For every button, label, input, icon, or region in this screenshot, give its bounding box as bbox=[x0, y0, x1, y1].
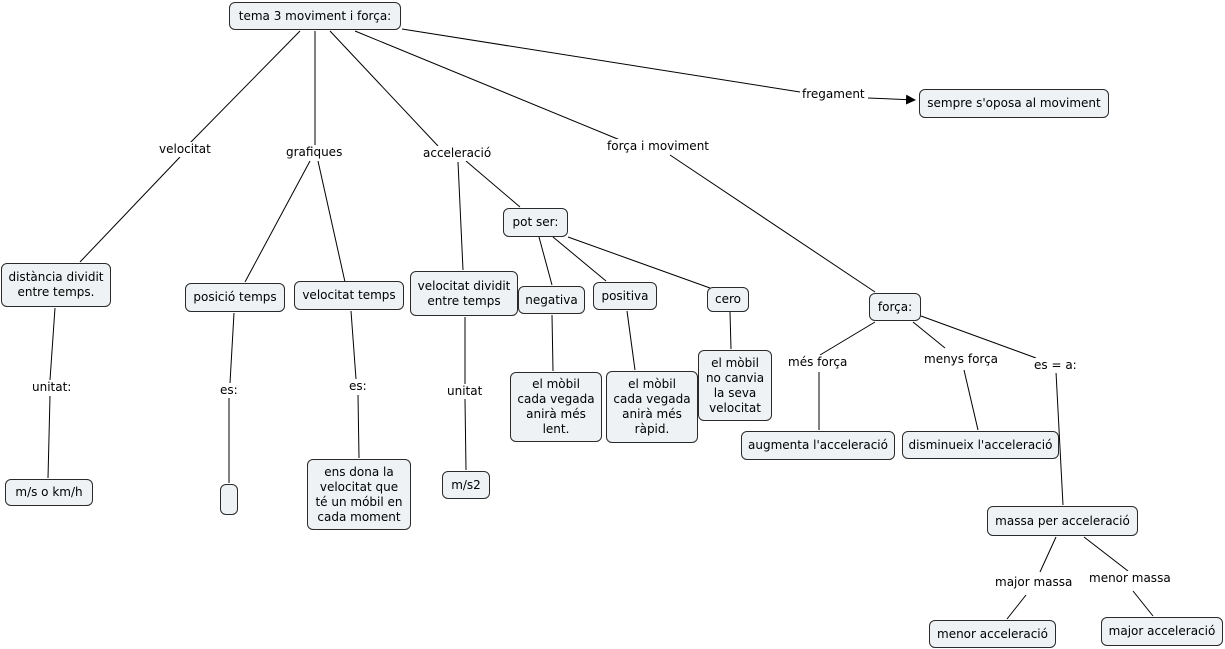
link-label-unitat: unitat bbox=[446, 384, 484, 399]
concept-distancia[interactable]: distància dividit entre temps. bbox=[1, 263, 111, 307]
connector bbox=[329, 30, 439, 147]
link-label-menys-forca: menys força bbox=[923, 352, 1000, 367]
link-label-es-2: es: bbox=[348, 379, 368, 394]
connector bbox=[49, 307, 56, 381]
link-label-fregament: fregament bbox=[801, 87, 866, 102]
concept-augmenta[interactable]: augmenta l'acceleració bbox=[741, 431, 895, 460]
link-label-es-1: es: bbox=[219, 383, 239, 398]
connector bbox=[1083, 536, 1129, 572]
concept-cero[interactable]: cero bbox=[707, 287, 749, 312]
concept-posicio-temps[interactable]: posició temps bbox=[185, 283, 285, 312]
concept-cero-desc[interactable]: el mòbil no canvia la seva velocitat bbox=[698, 350, 772, 421]
concept-major-acc[interactable]: major acceleració bbox=[1101, 617, 1223, 646]
concept-menor-acc[interactable]: menor acceleració bbox=[929, 620, 1056, 648]
connector bbox=[1055, 371, 1064, 506]
link-label-forca-i-moviment: força i moviment bbox=[606, 139, 710, 154]
connector bbox=[317, 160, 346, 283]
connector bbox=[401, 28, 801, 93]
connector bbox=[669, 154, 876, 293]
connector-arrow bbox=[867, 94, 916, 105]
concept-velocitat-dividit[interactable]: velocitat dividit entre temps bbox=[410, 271, 518, 316]
link-label-grafiques: grafiques bbox=[285, 145, 344, 160]
concept-pot-ser[interactable]: pot ser: bbox=[503, 208, 568, 237]
connector bbox=[551, 314, 554, 372]
link-label-es-igual: es = a: bbox=[1033, 358, 1078, 373]
connector bbox=[912, 321, 946, 349]
connector bbox=[729, 311, 732, 350]
concept-posicio-empty[interactable] bbox=[220, 484, 238, 515]
connector bbox=[79, 156, 181, 263]
link-label-velocitat: velocitat bbox=[158, 142, 212, 157]
connector bbox=[354, 30, 621, 141]
connector bbox=[819, 321, 876, 356]
link-label-menor-massa: menor massa bbox=[1088, 571, 1172, 586]
concept-negativa-desc[interactable]: el mòbil cada vegada anirà més lent. bbox=[510, 372, 602, 442]
connector bbox=[538, 236, 553, 286]
link-label-mes-forca: més força bbox=[787, 355, 849, 370]
concept-positiva[interactable]: positiva bbox=[593, 282, 657, 310]
concept-fregament-result[interactable]: sempre s'oposa al moviment bbox=[919, 89, 1109, 118]
connector bbox=[457, 161, 464, 271]
concept-negativa[interactable]: negativa bbox=[518, 286, 585, 314]
concept-forca[interactable]: força: bbox=[869, 293, 921, 321]
link-label-unitat-colon: unitat: bbox=[31, 380, 73, 395]
concept-positiva-desc[interactable]: el mòbil cada vegada anirà més ràpid. bbox=[606, 371, 698, 443]
link-label-major-massa: major massa bbox=[994, 575, 1074, 590]
connector bbox=[189, 30, 301, 144]
connector bbox=[552, 236, 607, 282]
concept-disminueix[interactable]: disminueix l'acceleració bbox=[902, 431, 1059, 459]
connector bbox=[1132, 590, 1154, 617]
connector bbox=[350, 310, 357, 380]
connector bbox=[244, 160, 311, 283]
concept-unitat-velocitat[interactable]: m/s o km/h bbox=[5, 479, 93, 506]
connector bbox=[1039, 536, 1057, 573]
concept-root[interactable]: tema 3 moviment i força: bbox=[229, 2, 401, 30]
concept-massa-per[interactable]: massa per acceleració bbox=[987, 506, 1138, 536]
connector bbox=[465, 160, 521, 208]
connector bbox=[567, 236, 711, 289]
connector bbox=[47, 395, 51, 479]
connector bbox=[464, 398, 467, 471]
connector bbox=[626, 310, 636, 371]
concept-unitat-acceleracio[interactable]: m/s2 bbox=[442, 471, 490, 499]
concept-velocitat-temps-desc[interactable]: ens dona la velocitat que té un móbil en… bbox=[307, 459, 411, 530]
connector bbox=[920, 315, 1037, 359]
concept-velocitat-temps[interactable]: velocitat temps bbox=[294, 281, 404, 310]
connector bbox=[963, 369, 979, 431]
connector bbox=[357, 394, 360, 459]
connector bbox=[1006, 594, 1027, 620]
connector bbox=[229, 312, 235, 384]
link-label-acceleracio: acceleració bbox=[422, 146, 493, 161]
